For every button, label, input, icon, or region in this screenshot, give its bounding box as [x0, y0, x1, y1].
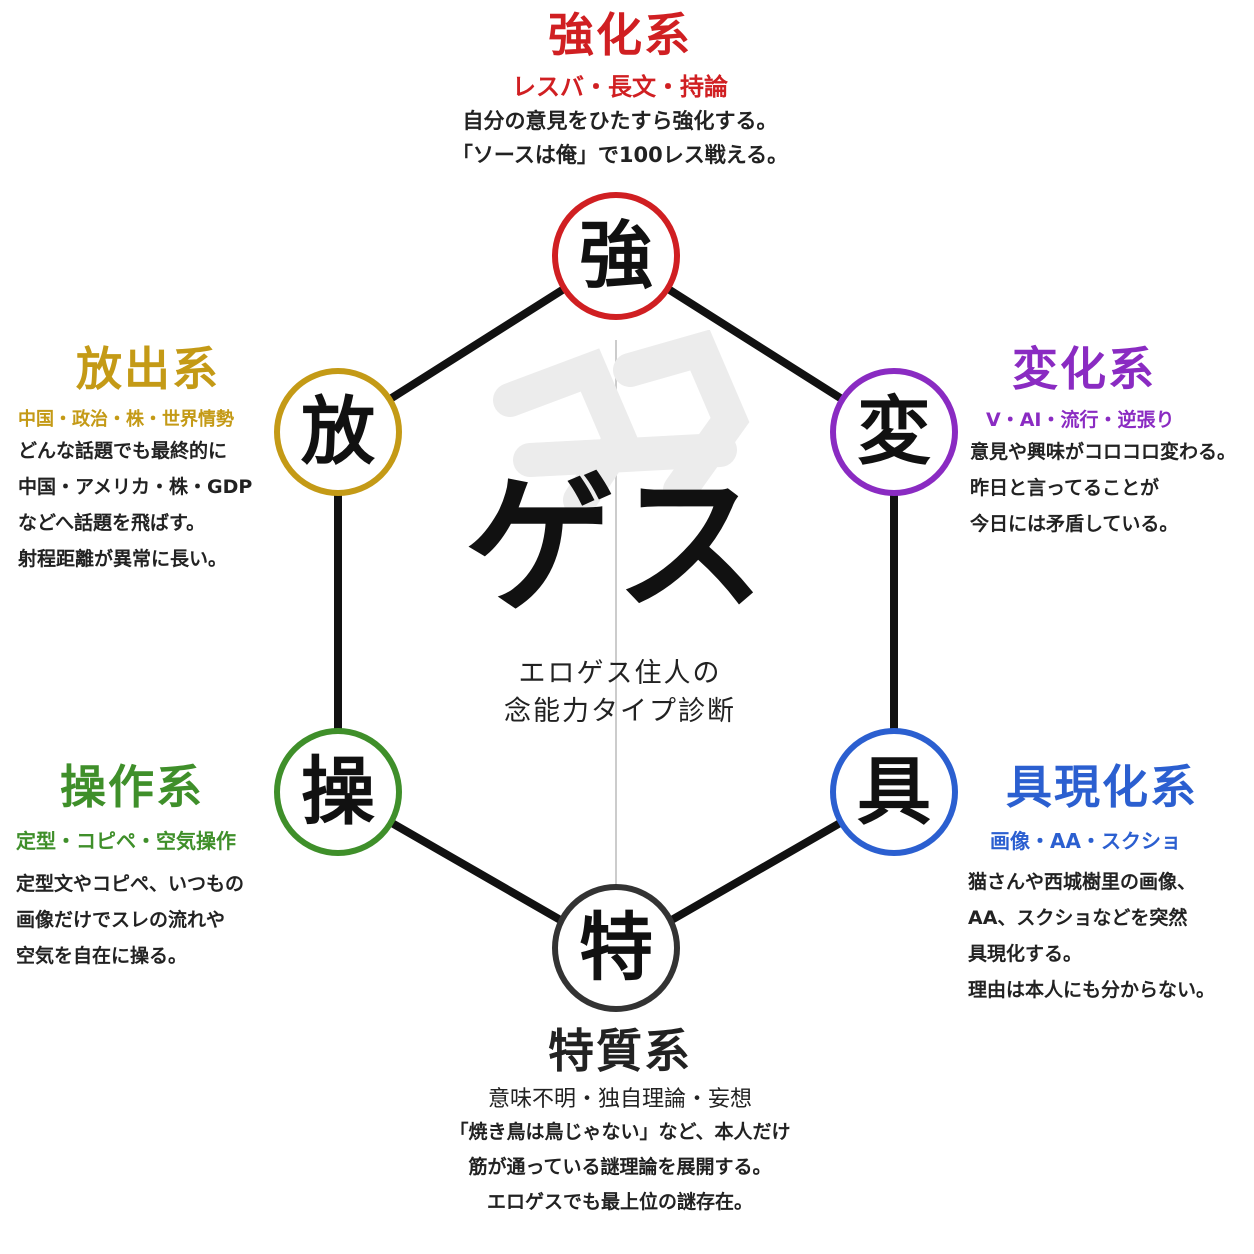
node-gugenka-glyph: 具: [857, 749, 931, 835]
block-gugenka: 具現化系 画像・AA・スクショ 猫さんや西城樹里の画像、 AA、スクショなどを突…: [968, 762, 1248, 1008]
desc-tokushitsu: 「焼き鳥は鳥じゃない」など、本人だけ 筋が通っている謎理論を展開する。 エロゲス…: [360, 1115, 880, 1220]
title-houshutsu: 放出系: [76, 342, 220, 396]
block-houshutsu: 放出系 中国・政治・株・世界情勢 どんな話題でも最終的に 中国・アメリカ・株・G…: [18, 344, 278, 577]
desc-gugenka-line: 猫さんや西城樹里の画像、: [968, 870, 1197, 893]
desc-henka-line: 今日には矛盾している。: [970, 512, 1179, 535]
desc-henka-line: 昨日と言ってることが: [970, 476, 1160, 499]
node-kyouka-glyph: 強: [579, 213, 653, 299]
desc-kyouka-line: 「ソースは俺」で100レス戦える。: [451, 142, 789, 167]
tags-houshutsu: 中国・政治・株・世界情勢: [18, 408, 234, 430]
center-subtitle-line1: エロゲス住人の: [518, 658, 722, 689]
desc-houshutsu-line: などへ話題を飛ばす。: [18, 511, 206, 534]
center-subtitle-line2: 念能力タイプ診断: [504, 696, 736, 727]
desc-sousa-line: 画像だけでスレの流れや: [16, 908, 226, 931]
tags-tokushitsu: 意味不明・独自理論・妄想: [487, 1086, 752, 1112]
desc-gugenka-line: AA、スクショなどを突然: [968, 906, 1188, 929]
tags-sousa: 定型・コピペ・空気操作: [16, 828, 236, 853]
node-henka: 変: [830, 368, 958, 496]
desc-sousa-line: 定型文やコピペ、いつもの: [16, 872, 245, 895]
center-title: ゲス: [464, 457, 765, 633]
node-sousa: 操: [274, 728, 402, 856]
desc-henka: 意見や興味がコロコロ変わる。 昨日と言ってることが 今日には矛盾している。: [970, 434, 1240, 542]
desc-kyouka-line: 自分の意見をひたすら強化する。: [462, 108, 778, 133]
desc-sousa-line: 空気を自在に操る。: [16, 944, 188, 967]
watermark-brush-mark: [493, 330, 750, 517]
desc-sousa: 定型文やコピペ、いつもの 画像だけでスレの流れや 空気を自在に操る。: [16, 866, 286, 974]
tags-kyouka: レスバ・長文・持論: [512, 72, 728, 101]
node-henka-glyph: 変: [857, 389, 931, 475]
title-henka: 変化系: [1012, 342, 1156, 396]
desc-houshutsu: どんな話題でも最終的に 中国・アメリカ・株・GDP などへ話題を飛ばす。 射程距…: [18, 433, 278, 577]
desc-gugenka: 猫さんや西城樹里の画像、 AA、スクショなどを突然 具現化する。 理由は本人にも…: [968, 864, 1248, 1008]
title-gugenka: 具現化系: [1006, 760, 1198, 814]
desc-gugenka-line: 理由は本人にも分からない。: [968, 978, 1216, 1001]
node-houshutsu-glyph: 放: [301, 389, 375, 475]
desc-houshutsu-line: どんな話題でも最終的に: [18, 439, 228, 462]
node-houshutsu: 放: [274, 368, 402, 496]
tags-henka: V・AI・流行・逆張り: [986, 408, 1175, 431]
desc-houshutsu-line: 中国・アメリカ・株・GDP: [18, 475, 253, 498]
node-sousa-glyph: 操: [301, 749, 375, 835]
desc-tokushitsu-line: 筋が通っている謎理論を展開する。: [468, 1155, 772, 1178]
desc-houshutsu-line: 射程距離が異常に長い。: [18, 547, 228, 570]
block-tokushitsu: 特質系 意味不明・独自理論・妄想 「焼き鳥は鳥じゃない」など、本人だけ 筋が通っ…: [360, 1026, 880, 1220]
node-kyouka: 強: [552, 192, 680, 320]
block-henka: 変化系 V・AI・流行・逆張り 意見や興味がコロコロ変わる。 昨日と言ってること…: [970, 344, 1240, 542]
desc-henka-line: 意見や興味がコロコロ変わる。: [970, 440, 1237, 463]
title-kyouka: 強化系: [548, 8, 692, 62]
block-sousa: 操作系 定型・コピペ・空気操作 定型文やコピペ、いつもの 画像だけでスレの流れや…: [16, 762, 286, 974]
desc-tokushitsu-line: 「焼き鳥は鳥じゃない」など、本人だけ: [449, 1120, 791, 1143]
title-tokushitsu: 特質系: [548, 1024, 692, 1078]
desc-gugenka-line: 具現化する。: [968, 942, 1083, 965]
tags-gugenka: 画像・AA・スクショ: [990, 828, 1181, 853]
block-kyouka: 強化系 レスバ・長文・持論 自分の意見をひたすら強化する。 「ソースは俺」で10…: [340, 10, 900, 172]
desc-tokushitsu-line: エロゲスでも最上位の謎存在。: [486, 1190, 753, 1213]
center-subtitle: エロゲス住人の 念能力タイプ診断: [430, 655, 810, 731]
desc-kyouka: 自分の意見をひたすら強化する。 「ソースは俺」で100レス戦える。: [340, 104, 900, 172]
node-tokushitsu: 特: [552, 884, 680, 1012]
node-tokushitsu-glyph: 特: [579, 905, 653, 991]
node-gugenka: 具: [830, 728, 958, 856]
title-sousa: 操作系: [60, 760, 204, 814]
